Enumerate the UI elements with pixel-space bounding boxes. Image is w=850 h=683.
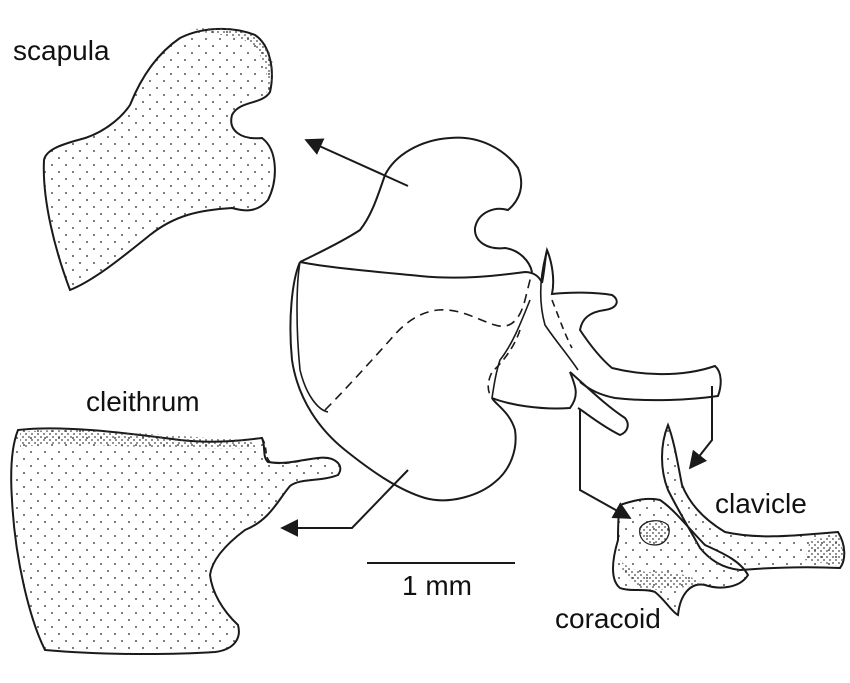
cleithrum-label: cleithrum [86,386,200,417]
articulated-girdle-drawing [290,138,720,501]
scapula-in-situ [300,138,532,272]
arrow-to-coracoid [579,410,632,519]
scale-bar-label: 1 mm [402,570,472,601]
coracoid-clavicle-drawing [613,425,844,615]
arrow-to-cleithrum [280,469,409,537]
cleithrum-drawing [11,428,340,654]
scapula-label: scapula [13,35,110,66]
clavicle-in-situ [542,250,721,400]
coracoid-in-situ [492,372,628,435]
coracoid-label: coracoid [555,603,661,634]
arrow-to-scapula [304,138,408,186]
arrow-to-clavicle [688,386,713,470]
clavicle-separate [662,425,844,570]
clavicle-label: clavicle [715,488,807,519]
scapula-drawing [44,27,275,290]
cleithrum-in-situ [290,262,515,500]
arrows [280,138,713,537]
